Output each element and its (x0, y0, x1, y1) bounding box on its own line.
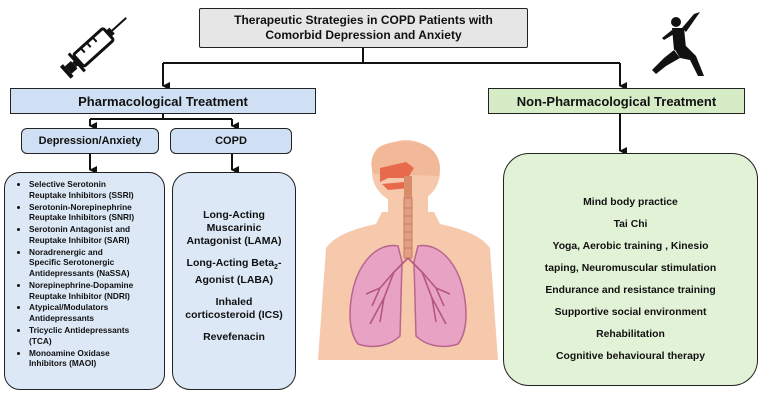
pharmacological-treatment-label: Pharmacological Treatment (78, 93, 248, 109)
np-item-mind-body: Mind body practice (583, 197, 678, 208)
title-line-2: Comorbid Depression and Anxiety (265, 28, 462, 42)
diagram-title: Therapeutic Strategies in COPD Patients … (199, 8, 528, 48)
copd-drug-panel: Long-Acting Muscarinic Antagonist (LAMA)… (172, 172, 296, 390)
antidepressant-item: Tricyclic Antidepressants(TCA) (29, 325, 160, 346)
copd-item-lama: Long-Acting Muscarinic Antagonist (LAMA) (186, 209, 282, 247)
copd-item-ics: Inhaled corticosteroid (ICS) (185, 296, 283, 322)
non-pharmacological-treatment-label: Non-Pharmacological Treatment (516, 93, 717, 109)
pharmacological-treatment-header: Pharmacological Treatment (10, 88, 316, 114)
np-item-tai-chi: Tai Chi (613, 219, 648, 230)
non-pharmacological-list: Mind body practice Tai Chi Yoga, Aerobic… (504, 192, 757, 368)
np-item-taping: taping, Neuromuscular stimulation (544, 263, 717, 274)
non-pharmacological-panel: Mind body practice Tai Chi Yoga, Aerobic… (503, 153, 758, 386)
copd-header: COPD (170, 128, 292, 154)
title-line-1: Therapeutic Strategies in COPD Patients … (234, 13, 493, 27)
np-item-rehabilitation: Rehabilitation (596, 329, 665, 340)
np-item-endurance: Endurance and resistance training (545, 285, 716, 296)
non-pharmacological-treatment-header: Non-Pharmacological Treatment (488, 88, 745, 114)
copd-item-revefenacin: Revefenacin (203, 331, 265, 344)
copd-item-laba: Long-Acting Beta2- Agonist (LABA) (186, 257, 282, 287)
np-item-yoga: Yoga, Aerobic training , Kinesio (552, 241, 709, 252)
syringe-icon (59, 17, 127, 79)
exercise-person-icon (652, 12, 704, 76)
respiratory-system-illustration (318, 140, 498, 360)
copd-drug-list: Long-Acting Muscarinic Antagonist (LAMA)… (173, 209, 295, 353)
np-item-social: Supportive social environment (554, 307, 707, 318)
depression-anxiety-label: Depression/Anxiety (38, 135, 142, 147)
np-item-cbt: Cognitive behavioural therapy (556, 351, 705, 362)
copd-label: COPD (215, 135, 247, 147)
depression-anxiety-header: Depression/Anxiety (21, 128, 159, 154)
